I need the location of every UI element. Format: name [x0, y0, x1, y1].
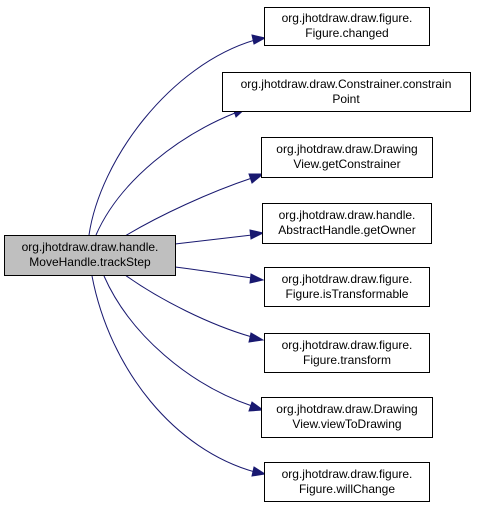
edge-to-get-constrainer: [124, 177, 253, 237]
edge-to-get-owner: [174, 234, 253, 245]
target-node-line1: org.jhotdraw.draw.Drawing: [276, 402, 417, 416]
source-node-line1: org.jhotdraw.draw.handle.: [22, 240, 159, 254]
target-node-line1: org.jhotdraw.draw.figure.: [282, 467, 413, 481]
edge-to-will-change: [91, 275, 256, 473]
target-node-line1: org.jhotdraw.draw.Constrainer.constrain: [241, 77, 452, 91]
target-node-line1: org.jhotdraw.draw.figure.: [282, 272, 413, 286]
target-node-line2: Figure.isTransformable: [286, 287, 409, 301]
edge-to-is-transformable: [174, 266, 253, 279]
source-node-movehandle-trackstep[interactable]: org.jhotdraw.draw.handle. MoveHandle.tra…: [4, 235, 176, 276]
arrowhead-get-constrainer: [248, 173, 265, 184]
target-node-line2: Point: [332, 92, 360, 106]
target-node-will-change[interactable]: org.jhotdraw.draw.figure. Figure.willCha…: [264, 462, 430, 502]
arrowhead-transform: [248, 332, 265, 343]
edge-to-transform: [124, 274, 253, 338]
arrowhead-will-change: [251, 466, 267, 477]
edge-to-view-to-drawing: [103, 275, 253, 407]
target-node-line2: AbstractHandle.getOwner: [278, 223, 415, 237]
target-node-line2: Figure.changed: [305, 26, 388, 40]
target-node-line1: org.jhotdraw.draw.figure.: [282, 338, 413, 352]
target-node-view-to-drawing[interactable]: org.jhotdraw.draw.Drawing View.viewToDra…: [261, 397, 433, 438]
target-node-line2: Figure.transform: [303, 353, 391, 367]
arrowhead-view-to-drawing: [248, 401, 265, 412]
target-node-line1: org.jhotdraw.draw.Drawing: [276, 142, 417, 156]
target-node-line2: View.getConstrainer: [293, 157, 400, 171]
target-node-figure-changed[interactable]: org.jhotdraw.draw.figure. Figure.changed: [264, 7, 430, 46]
target-node-line2: Figure.willChange: [299, 482, 395, 496]
source-node-line2: MoveHandle.trackStep: [29, 255, 151, 269]
arrowhead-figure-changed: [251, 34, 267, 45]
edge-to-figure-changed: [88, 39, 256, 236]
target-node-line1: org.jhotdraw.draw.figure.: [282, 11, 413, 25]
target-node-get-constrainer[interactable]: org.jhotdraw.draw.Drawing View.getConstr…: [261, 137, 433, 178]
target-node-get-owner[interactable]: org.jhotdraw.draw.handle. AbstractHandle…: [262, 203, 432, 244]
target-node-line1: org.jhotdraw.draw.handle.: [279, 208, 416, 222]
arrowhead-is-transformable: [249, 273, 265, 284]
target-node-is-transformable[interactable]: org.jhotdraw.draw.figure. Figure.isTrans…: [264, 267, 430, 307]
target-node-transform[interactable]: org.jhotdraw.draw.figure. Figure.transfo…: [264, 333, 430, 373]
target-node-line2: View.viewToDrawing: [292, 417, 401, 431]
arrowhead-get-owner: [249, 229, 265, 240]
edge-to-constrain-point: [95, 112, 236, 236]
target-node-constrain-point[interactable]: org.jhotdraw.draw.Constrainer.constrain …: [222, 72, 471, 112]
